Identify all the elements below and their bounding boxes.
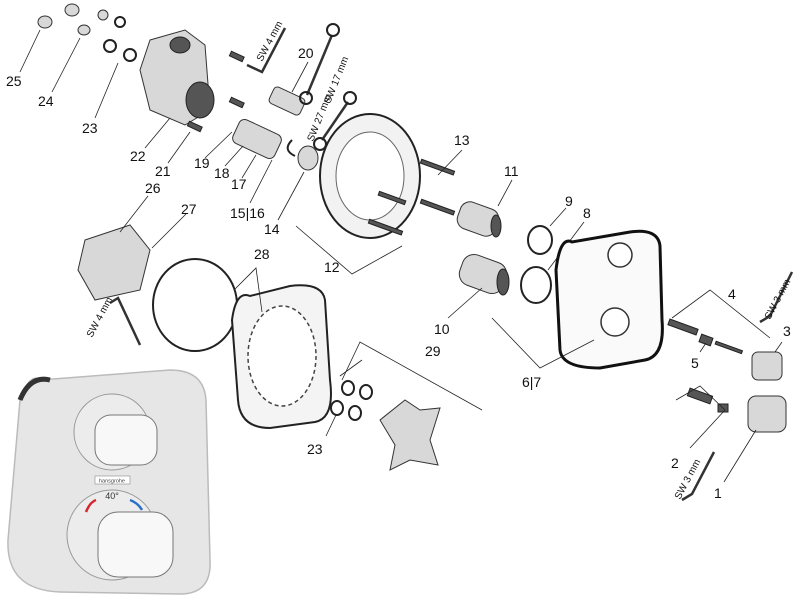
temperature-mark: 40° bbox=[105, 491, 119, 501]
cold-indicator bbox=[129, 498, 144, 511]
label-23-lower: 23 bbox=[307, 441, 323, 457]
label-18: 18 bbox=[214, 165, 230, 181]
lower-handle bbox=[97, 511, 174, 578]
label-14: 14 bbox=[264, 221, 280, 237]
product-photo: hansgrohe 40° bbox=[7, 369, 211, 595]
label-sw27: SW 27 mm bbox=[306, 93, 335, 143]
seal-plate bbox=[325, 341, 483, 471]
label-13: 13 bbox=[454, 132, 470, 148]
label-10: 10 bbox=[434, 321, 450, 337]
label-19: 19 bbox=[194, 155, 210, 171]
label-6-7: 6|7 bbox=[522, 374, 541, 390]
label-8: 8 bbox=[583, 205, 591, 221]
hot-indicator bbox=[84, 498, 97, 513]
label-1: 1 bbox=[714, 485, 722, 501]
mounting-ring bbox=[295, 113, 463, 275]
handle-parts: SW 3 mm SW 3 mm bbox=[667, 271, 793, 501]
label-26: 26 bbox=[145, 180, 161, 196]
brand-text: hansgrohe bbox=[99, 479, 125, 485]
label-2: 2 bbox=[671, 455, 679, 471]
label-24: 24 bbox=[38, 93, 54, 109]
label-28: 28 bbox=[254, 246, 270, 262]
small-parts-top-left bbox=[19, 3, 137, 119]
label-3: 3 bbox=[783, 323, 791, 339]
brand-plate bbox=[94, 475, 131, 485]
valve-body bbox=[139, 29, 215, 164]
extension-sleeves bbox=[447, 179, 513, 319]
label-27: 27 bbox=[181, 201, 197, 217]
label-21: 21 bbox=[155, 163, 171, 179]
label-5: 5 bbox=[691, 355, 699, 371]
label-20: 20 bbox=[298, 45, 314, 61]
label-22: 22 bbox=[130, 148, 146, 164]
label-12: 12 bbox=[324, 259, 340, 275]
label-23: 23 bbox=[82, 120, 98, 136]
trim-plate bbox=[491, 229, 664, 370]
part-labels: 25 24 23 22 21 20 19 18 17 15|16 14 13 1… bbox=[6, 45, 791, 501]
label-25: 25 bbox=[6, 73, 22, 89]
label-4: 4 bbox=[728, 286, 736, 302]
label-sw4-left: SW 4 mm bbox=[85, 295, 115, 339]
installation-frame: SW 4 mm bbox=[77, 195, 332, 430]
cartridges bbox=[204, 61, 319, 221]
label-17: 17 bbox=[231, 176, 247, 192]
label-15-16: 15|16 bbox=[230, 205, 265, 221]
upper-handle bbox=[94, 414, 158, 466]
label-29: 29 bbox=[425, 343, 441, 359]
label-11: 11 bbox=[504, 163, 519, 179]
label-sw3-right: SW 3 mm bbox=[763, 277, 793, 321]
label-9: 9 bbox=[565, 193, 573, 209]
